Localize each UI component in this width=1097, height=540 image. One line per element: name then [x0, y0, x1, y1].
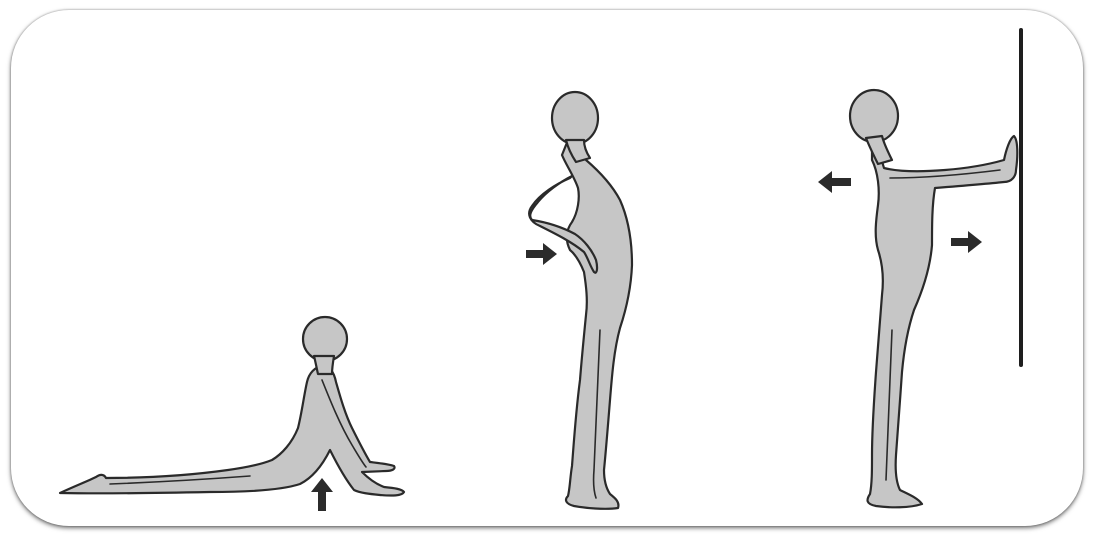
wall-lean-body	[868, 136, 1018, 507]
cobra-body	[60, 366, 404, 496]
arrow-right-icon	[526, 243, 557, 265]
backbend-body	[562, 140, 632, 509]
wall-lean-neck	[866, 136, 892, 164]
backbend-head	[552, 92, 598, 144]
arrow-up-icon	[311, 478, 333, 511]
arrow-right-icon	[951, 231, 982, 253]
cobra-head	[303, 317, 347, 361]
figure-wall-lean	[818, 30, 1021, 507]
figure-cobra-pose	[60, 317, 404, 511]
cobra-neck	[314, 356, 334, 374]
wall-lean-head	[850, 90, 898, 142]
arrow-left-icon	[818, 171, 851, 193]
figure-standing-backbend	[526, 92, 632, 509]
